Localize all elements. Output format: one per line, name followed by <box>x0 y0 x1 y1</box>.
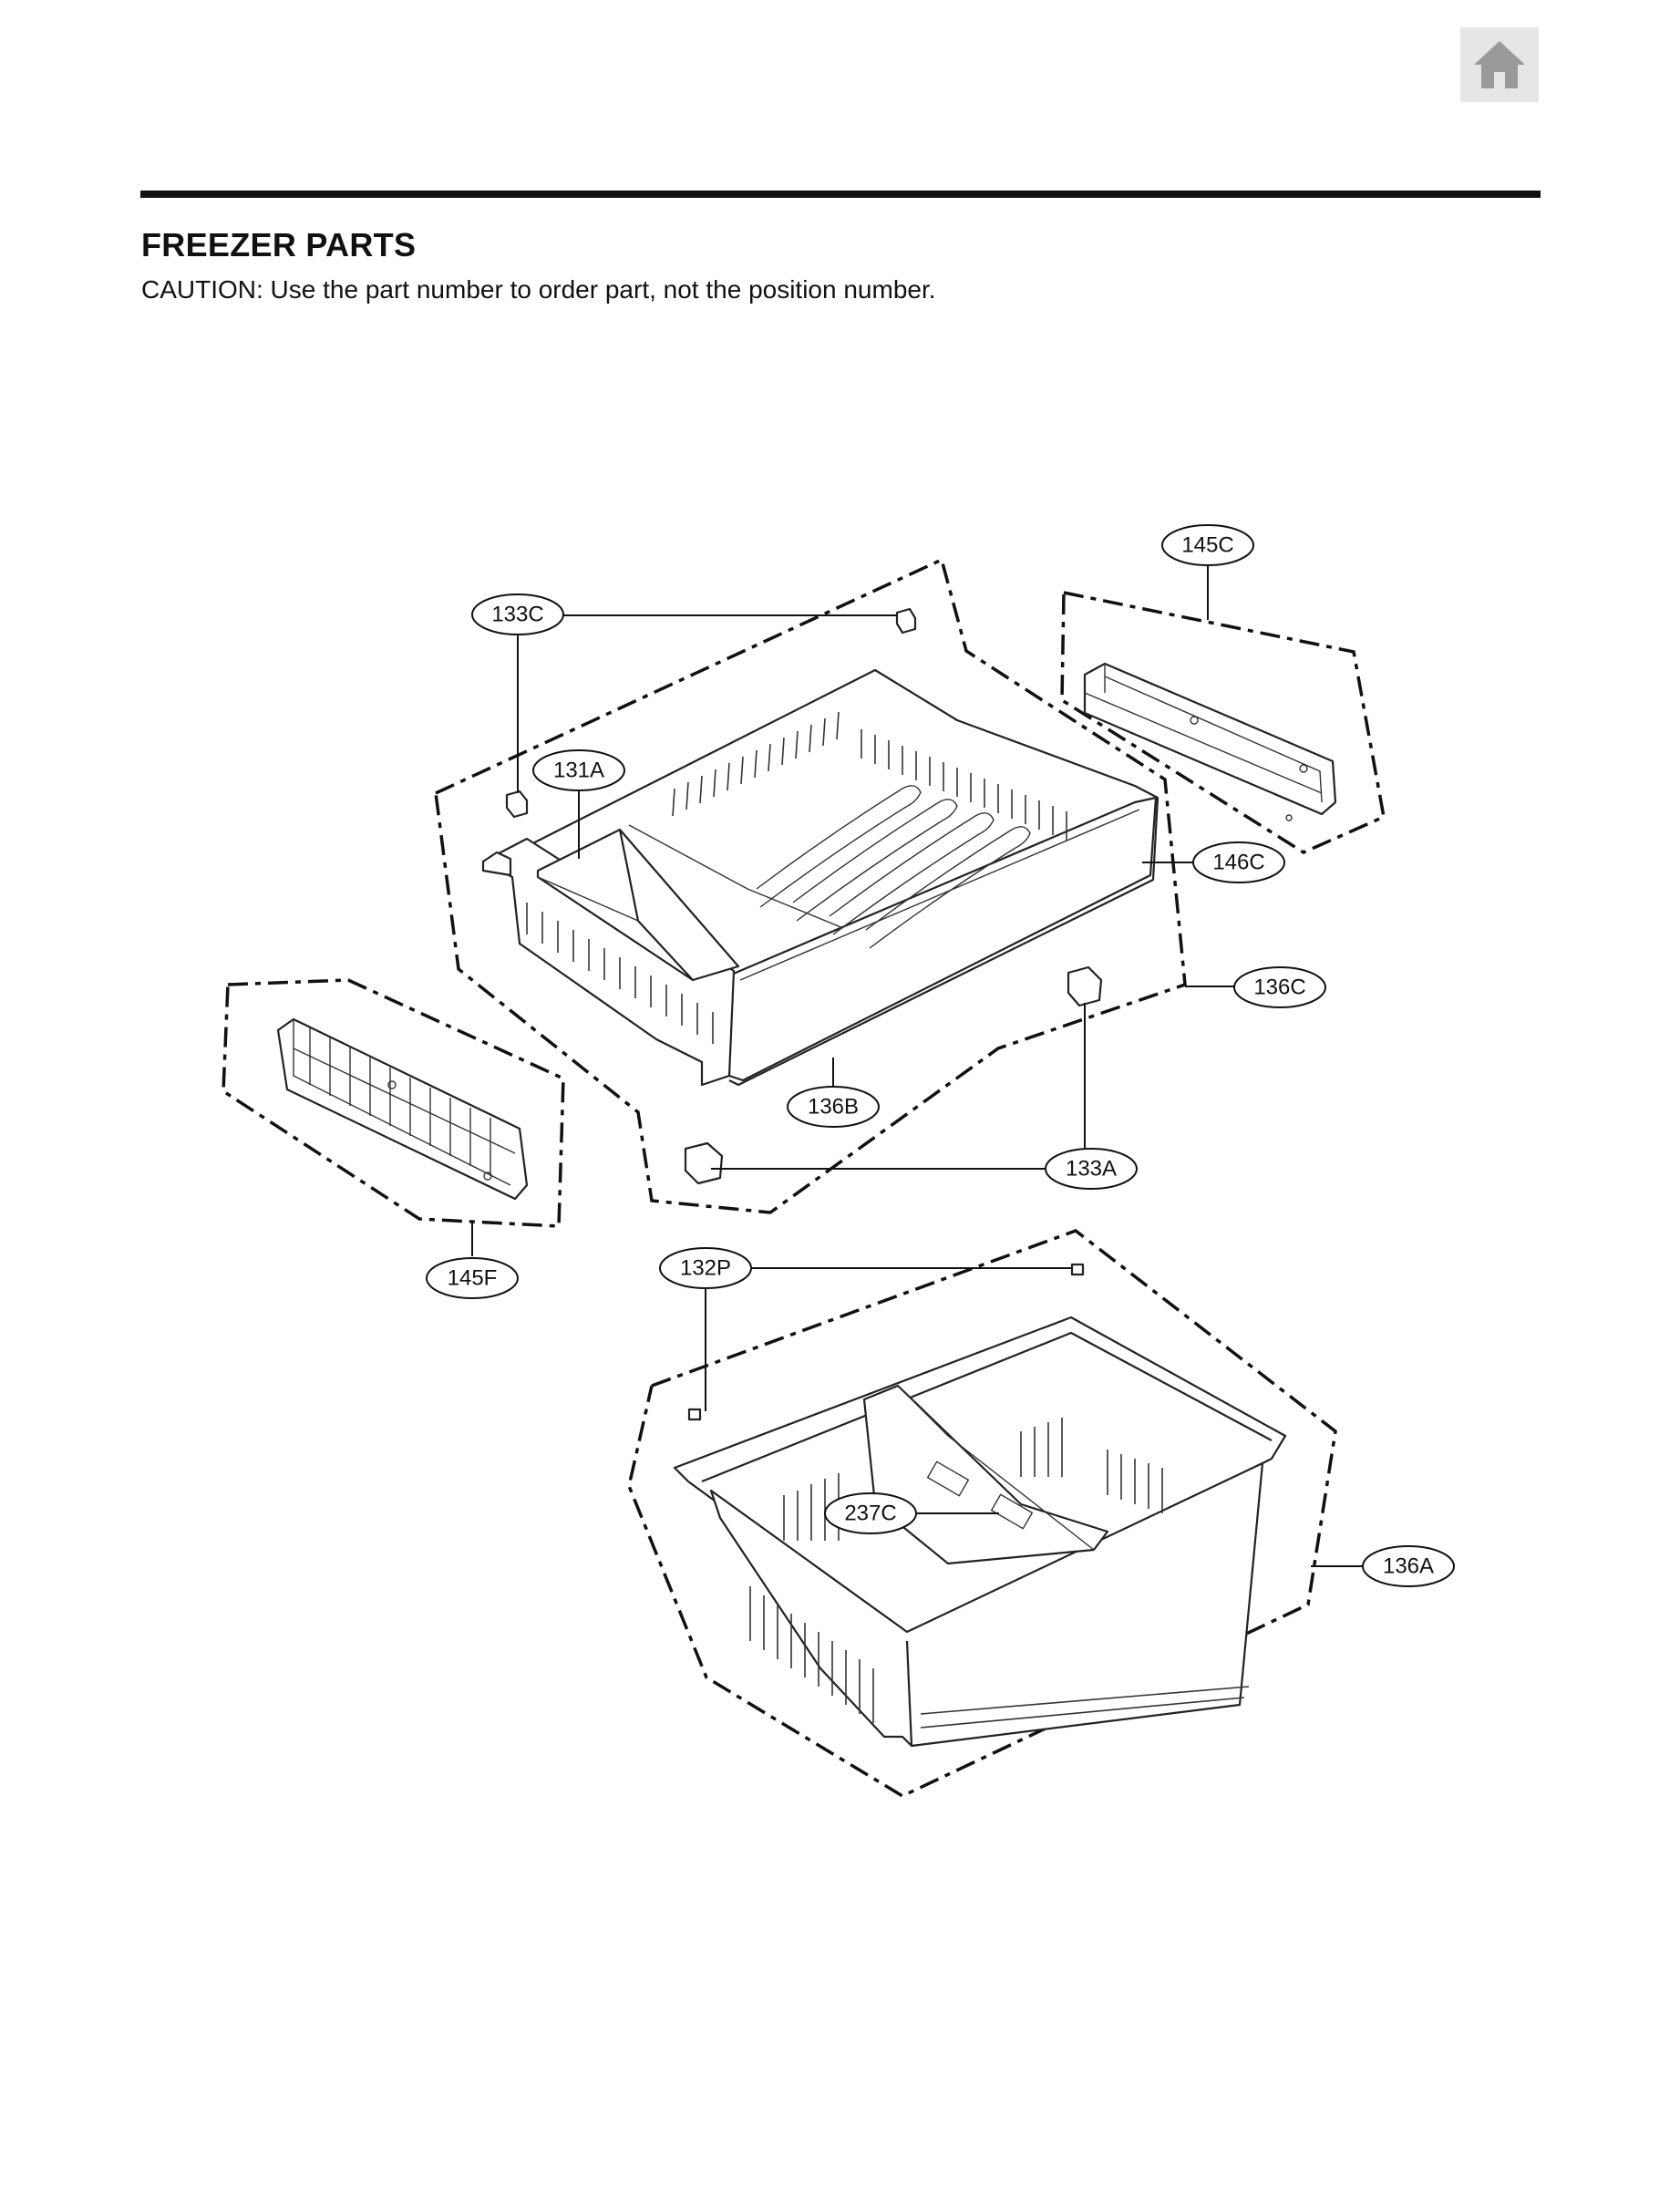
callout-136A: 136A <box>1362 1545 1455 1587</box>
page-title: FREEZER PARTS <box>141 226 417 263</box>
upper-drawer-136B <box>481 668 1160 1087</box>
home-icon <box>1474 41 1525 88</box>
clip-part-133C <box>505 607 917 819</box>
callout-146C: 146C <box>1192 841 1285 883</box>
svg-text:136B: 136B <box>808 1095 859 1120</box>
svg-text:136A: 136A <box>1383 1554 1434 1579</box>
callout-133A: 133A <box>1045 1148 1138 1190</box>
caution-note: CAUTION: Use the part number to order pa… <box>141 275 936 304</box>
callout-237C: 237C <box>824 1492 917 1534</box>
svg-text:145F: 145F <box>448 1266 498 1291</box>
svg-text:133C: 133C <box>491 603 543 627</box>
callout-131A: 131A <box>532 749 625 791</box>
svg-text:146C: 146C <box>1212 851 1264 875</box>
clip-part-133A <box>684 965 1103 1185</box>
leader-lines <box>471 565 1363 1567</box>
callout-145C: 145C <box>1161 524 1254 566</box>
svg-text:136C: 136C <box>1253 975 1305 1000</box>
group-outline-upper-drawer <box>434 557 1187 1214</box>
svg-text:131A: 131A <box>553 759 604 783</box>
group-outline-cover-145F <box>222 978 565 1228</box>
lower-basket-136A <box>673 1316 1287 1748</box>
cover-part-145F <box>276 1017 529 1201</box>
pad-part-132P <box>687 1263 1085 1421</box>
svg-text:145C: 145C <box>1181 533 1233 558</box>
group-outline-rail-145C <box>1060 591 1386 854</box>
callout-136B: 136B <box>787 1086 880 1128</box>
svg-text:132P: 132P <box>680 1256 731 1281</box>
svg-text:237C: 237C <box>844 1502 896 1526</box>
callout-133C: 133C <box>471 593 564 635</box>
svg-text:133A: 133A <box>1066 1157 1117 1182</box>
rail-part-145C <box>1083 662 1337 821</box>
callout-136C: 136C <box>1233 966 1326 1008</box>
home-button[interactable] <box>1460 27 1539 102</box>
callout-132P: 132P <box>659 1247 752 1289</box>
header-rule <box>140 191 1541 198</box>
callout-145F: 145F <box>426 1257 519 1299</box>
